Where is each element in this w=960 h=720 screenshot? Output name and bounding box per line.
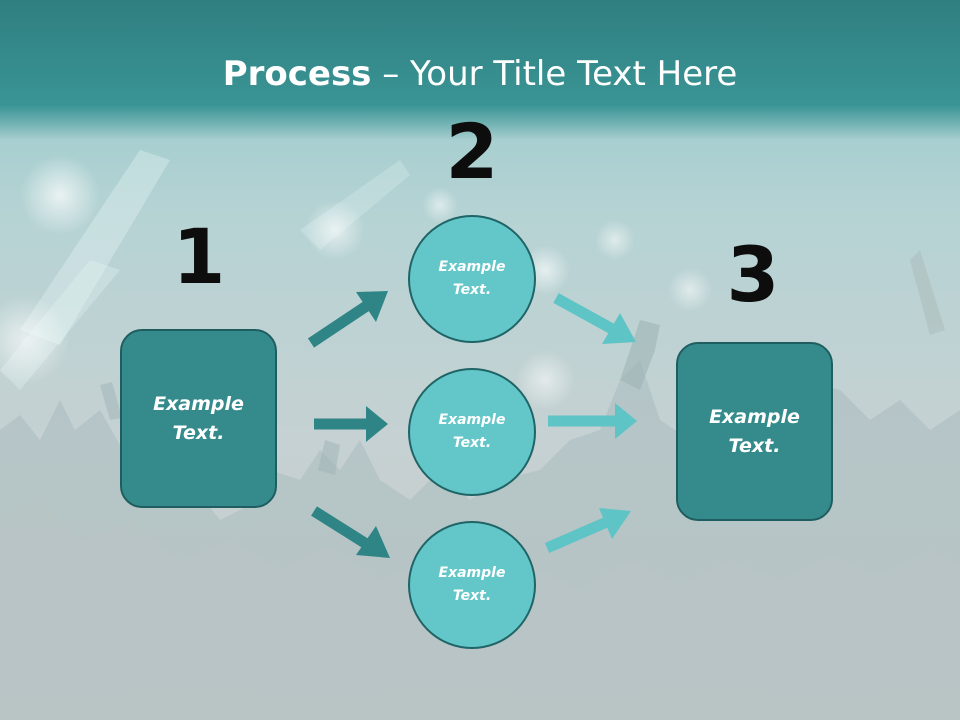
step-number-1: 1 <box>172 212 226 301</box>
arrow-left-to-top <box>307 291 388 348</box>
arrow-left-to-bottom <box>311 506 390 558</box>
step-number-3: 3 <box>726 230 780 319</box>
title-band <box>0 0 960 140</box>
circle-middle-text: Example Text. <box>438 412 506 451</box>
arrow-bottom-to-right <box>544 508 631 554</box>
circle-top-text: Example Text. <box>438 259 506 298</box>
right-box-text: Example Text. <box>709 405 800 457</box>
circle-bottom-text: Example Text. <box>438 565 506 604</box>
arrow-left-to-middle <box>314 406 388 442</box>
left-process-box: Example Text. <box>120 329 277 508</box>
circle-middle: Example Text. <box>408 368 536 496</box>
circle-top: Example Text. <box>408 215 536 343</box>
slide-title: Process – Your Title Text Here <box>0 52 960 96</box>
title-rest: – Your Title Text Here <box>371 54 738 94</box>
right-process-box: Example Text. <box>676 342 833 521</box>
left-box-text: Example Text. <box>153 392 244 444</box>
title-bold: Process <box>222 54 372 94</box>
arrow-top-to-right <box>553 293 636 344</box>
circle-bottom: Example Text. <box>408 521 536 649</box>
arrow-middle-to-right <box>548 403 637 439</box>
step-number-2: 2 <box>445 107 499 196</box>
